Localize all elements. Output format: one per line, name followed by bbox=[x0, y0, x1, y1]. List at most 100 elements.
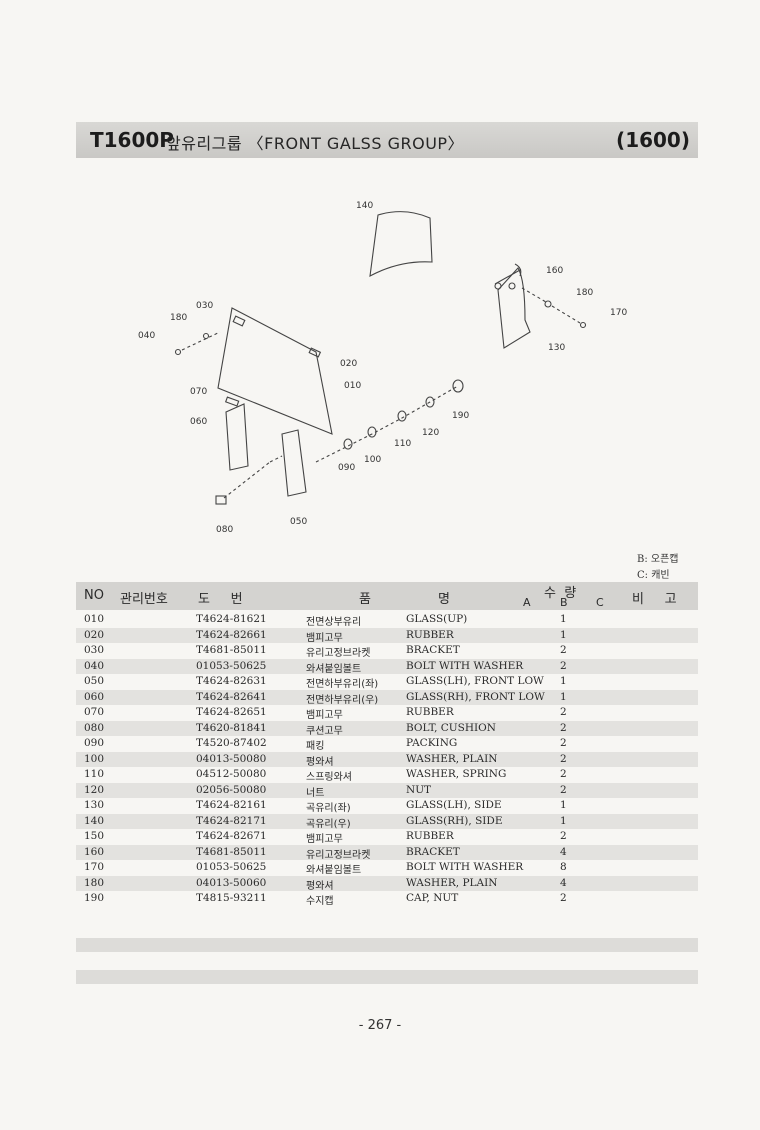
callout-060: 060 bbox=[190, 417, 207, 427]
row-english-name: GLASS(RH), SIDE bbox=[406, 814, 503, 827]
row-qty-b: 2 bbox=[560, 830, 567, 842]
row-english-name: RUBBER bbox=[406, 628, 454, 641]
side-glass-drawing bbox=[497, 267, 531, 349]
row-part-number: 02056-50080 bbox=[196, 783, 267, 796]
callout-190: 190 bbox=[452, 411, 469, 421]
row-part-number: T4624-82641 bbox=[196, 690, 267, 703]
callout-110: 110 bbox=[394, 439, 411, 449]
row-qty-b: 2 bbox=[560, 783, 567, 796]
header-name-1: 품 bbox=[359, 592, 371, 607]
row-korean-name: 유리고정브라켓 bbox=[306, 849, 371, 861]
row-korean-name: 유리고정브라켓 bbox=[306, 648, 371, 659]
model-name: T1600P bbox=[90, 128, 174, 152]
row-no: 110 bbox=[84, 768, 105, 780]
row-english-name: GLASS(LH), FRONT LOW bbox=[406, 675, 544, 687]
table-row: 060 T4624-82641 전면하부유리(우) GLASS(RH), FRONT … bbox=[76, 689, 698, 706]
row-qty-b: 4 bbox=[560, 876, 567, 889]
row-english-name: WASHER, PLAIN bbox=[406, 876, 498, 889]
header-name-2: 명 bbox=[438, 592, 450, 607]
row-qty-b: 2 bbox=[560, 659, 567, 672]
row-korean-name: 전면하부유리(좌) bbox=[306, 679, 379, 690]
header-mgmt: 관리번호 bbox=[120, 592, 168, 607]
row-no: 060 bbox=[84, 690, 105, 703]
legend-c: C: 캐빈 bbox=[637, 570, 670, 581]
row-korean-name: 뱀피고무 bbox=[306, 834, 343, 845]
table-header: NO 관리번호 도 번 품 명 수 량 A B C 비 고 bbox=[76, 582, 698, 610]
row-english-name: GLASS(RH), FRONT LOW bbox=[406, 690, 545, 703]
callout-120: 120 bbox=[422, 428, 439, 438]
row-korean-name: 패킹 bbox=[306, 741, 325, 752]
row-qty-b: 1 bbox=[560, 690, 567, 703]
row-qty-b: 1 bbox=[560, 799, 567, 811]
row-part-number: 04013-50060 bbox=[196, 876, 267, 889]
row-korean-name: 뱀피고무 bbox=[306, 632, 343, 644]
callout-020: 020 bbox=[340, 359, 357, 369]
row-qty-b: 1 bbox=[560, 628, 567, 641]
callout-180b: 180 bbox=[170, 313, 187, 323]
header-qty-b: B bbox=[560, 596, 568, 609]
row-qty-b: 2 bbox=[560, 752, 567, 765]
row-part-number: T4520-87402 bbox=[196, 737, 267, 749]
row-no: 190 bbox=[84, 892, 105, 904]
row-part-number: T4620-81841 bbox=[196, 721, 267, 734]
row-english-name: CAP, NUT bbox=[406, 892, 459, 904]
row-no: 040 bbox=[84, 659, 105, 672]
row-english-name: WASHER, PLAIN bbox=[406, 752, 498, 765]
row-korean-name: 평와셔 bbox=[306, 880, 334, 892]
exploded-parts-diagram: 140 160 180 170 130 030 180 040 020 010 … bbox=[120, 180, 640, 550]
callout-030: 030 bbox=[196, 301, 213, 311]
callout-070: 070 bbox=[190, 387, 207, 397]
callout-010: 010 bbox=[344, 381, 361, 391]
callout-040: 040 bbox=[138, 331, 155, 341]
row-part-number: 04013-50080 bbox=[196, 752, 267, 765]
row-qty-b: 2 bbox=[560, 892, 567, 904]
row-no: 080 bbox=[84, 721, 105, 734]
row-qty-b: 2 bbox=[560, 706, 567, 718]
row-english-name: RUBBER bbox=[406, 830, 454, 842]
row-no: 180 bbox=[84, 876, 105, 889]
row-korean-name: 곡유리(좌) bbox=[306, 803, 351, 814]
row-part-number: 04512-50080 bbox=[196, 768, 267, 780]
legend-b: B: 오픈캡 bbox=[637, 554, 679, 565]
row-qty-b: 8 bbox=[560, 861, 567, 873]
header-qty-c: C bbox=[596, 596, 604, 609]
row-qty-b: 4 bbox=[560, 845, 567, 858]
row-qty-b: 2 bbox=[560, 737, 567, 749]
row-no: 120 bbox=[84, 783, 105, 796]
row-korean-name: 수지캡 bbox=[306, 896, 334, 907]
row-part-number: 01053-50625 bbox=[196, 861, 267, 873]
row-english-name: BRACKET bbox=[406, 845, 460, 858]
row-korean-name: 뱀피고무 bbox=[306, 710, 343, 721]
lower-right-glass-drawing bbox=[281, 429, 307, 497]
group-code: (1600) bbox=[616, 128, 690, 152]
row-no: 150 bbox=[84, 830, 105, 842]
row-english-name: BOLT WITH WASHER bbox=[406, 659, 524, 672]
row-qty-b: 1 bbox=[560, 613, 567, 625]
row-korean-name: 너트 bbox=[306, 787, 325, 799]
row-part-number: T4815-93211 bbox=[196, 892, 267, 904]
row-part-number: T4681-85011 bbox=[196, 845, 267, 858]
row-part-number: T4624-81621 bbox=[196, 613, 267, 625]
row-no: 160 bbox=[84, 845, 105, 858]
row-korean-name: 평와셔 bbox=[306, 756, 334, 768]
page-number: - 267 - bbox=[358, 1018, 402, 1033]
empty-row-band bbox=[76, 938, 698, 952]
row-korean-name: 전면하부유리(우) bbox=[306, 694, 379, 706]
row-korean-name: 스프링와셔 bbox=[306, 772, 352, 783]
callout-100: 100 bbox=[364, 455, 381, 465]
diagram-svg: 140 160 180 170 130 030 180 040 020 010 … bbox=[138, 201, 627, 535]
row-part-number: T4624-82171 bbox=[196, 814, 267, 827]
callout-080: 080 bbox=[216, 525, 233, 535]
callout-130: 130 bbox=[548, 343, 565, 353]
